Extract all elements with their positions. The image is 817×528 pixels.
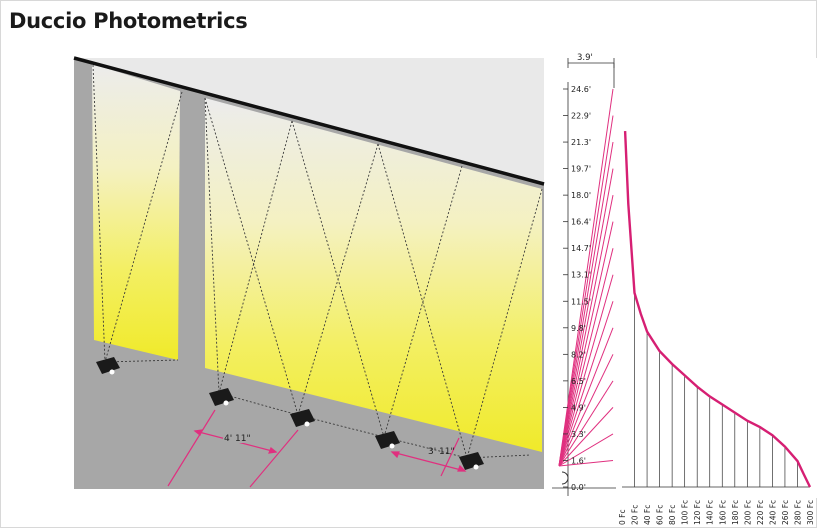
fc-tick-label: 240 Fc	[768, 500, 777, 525]
fc-tick-label: 280 Fc	[793, 500, 802, 525]
height-tick-label: 3.3'	[571, 430, 586, 439]
height-tick-label: 9.8'	[571, 324, 586, 333]
photometric-chart: 3.9' 24.6' 22.9' 21.3' 19.7' 18.0' 16.4' 14.7'…	[548, 53, 817, 525]
light-ray	[558, 221, 614, 467]
height-tick-label: 18.0'	[571, 191, 591, 200]
fc-gridlines	[634, 292, 798, 487]
height-tick-label: 6.5'	[571, 377, 586, 386]
height-tick-label: 1.6'	[571, 456, 586, 465]
light-ray	[558, 301, 614, 467]
spacing-dimension-2	[390, 437, 467, 477]
wall-panel-main	[205, 98, 542, 452]
fc-tick-label: 120 Fc	[693, 500, 702, 525]
luminaire-3	[290, 409, 315, 427]
light-ray	[558, 354, 614, 467]
fc-tick-label: 100 Fc	[681, 500, 690, 525]
light-ray	[558, 195, 614, 467]
light-ray	[558, 459, 614, 467]
height-tick-label: 8.2'	[571, 350, 586, 359]
height-tick-label: 14.7'	[571, 244, 591, 253]
spacing-label-1: 4' 11"	[224, 434, 251, 444]
light-ray	[558, 168, 614, 467]
wall-wash-illustration: 4' 11" 3' 11"	[73, 56, 545, 489]
offset-label: 3.9'	[577, 53, 593, 63]
luminaire-5	[459, 452, 484, 470]
light-rays	[558, 88, 614, 467]
height-tick-label: 22.9'	[571, 112, 591, 121]
page-title: Duccio Photometrics	[9, 9, 248, 33]
luminaire-2	[209, 388, 234, 406]
light-ray	[558, 327, 614, 467]
fixture-symbol	[561, 471, 569, 485]
height-tick-label: 4.9'	[571, 403, 586, 412]
fc-tick-label: 160 Fc	[718, 500, 727, 525]
fc-tick-label: 20 Fc	[631, 505, 640, 525]
illuminance-curve	[623, 131, 812, 488]
spacing-label-2: 3' 11"	[428, 447, 455, 457]
height-axis-ticks: 24.6' 22.9' 21.3' 19.7' 18.0' 16.4' 14.7' 13.1'…	[563, 85, 591, 492]
light-ray	[558, 380, 614, 467]
fc-tick-label: 180 Fc	[731, 500, 740, 525]
light-ray	[558, 88, 614, 467]
ceiling-edge-line	[73, 56, 545, 186]
fc-tick-label: 260 Fc	[781, 500, 790, 525]
spacing-label-bg-1	[223, 432, 251, 443]
height-tick-label: 24.6'	[571, 85, 591, 94]
height-tick-label: 19.7'	[571, 165, 591, 174]
luminaire-4	[375, 431, 400, 449]
height-tick-label: 0.0'	[571, 483, 586, 492]
beam-lines	[92, 64, 543, 459]
fc-tick-label: 40 Fc	[643, 505, 652, 525]
height-tick-label: 11.5'	[571, 297, 591, 306]
light-ray	[558, 407, 614, 467]
height-tick-label: 13.1'	[571, 271, 591, 280]
luminaire-1	[96, 357, 120, 375]
fc-tick-label: 300 Fc	[806, 500, 815, 525]
fc-tick-label: 0 Fc	[618, 509, 627, 525]
light-ray	[558, 141, 614, 467]
height-tick-label: 16.4'	[571, 218, 591, 227]
fc-tick-label: 60 Fc	[656, 505, 665, 525]
fc-tick-label: 140 Fc	[706, 500, 715, 525]
light-ray	[558, 248, 614, 467]
fc-tick-label: 80 Fc	[668, 505, 677, 525]
wall-panel-left	[92, 64, 180, 360]
fc-tick-label: 200 Fc	[743, 500, 752, 525]
height-tick-label: 21.3'	[571, 138, 591, 147]
fc-tick-label: 220 Fc	[756, 500, 765, 525]
